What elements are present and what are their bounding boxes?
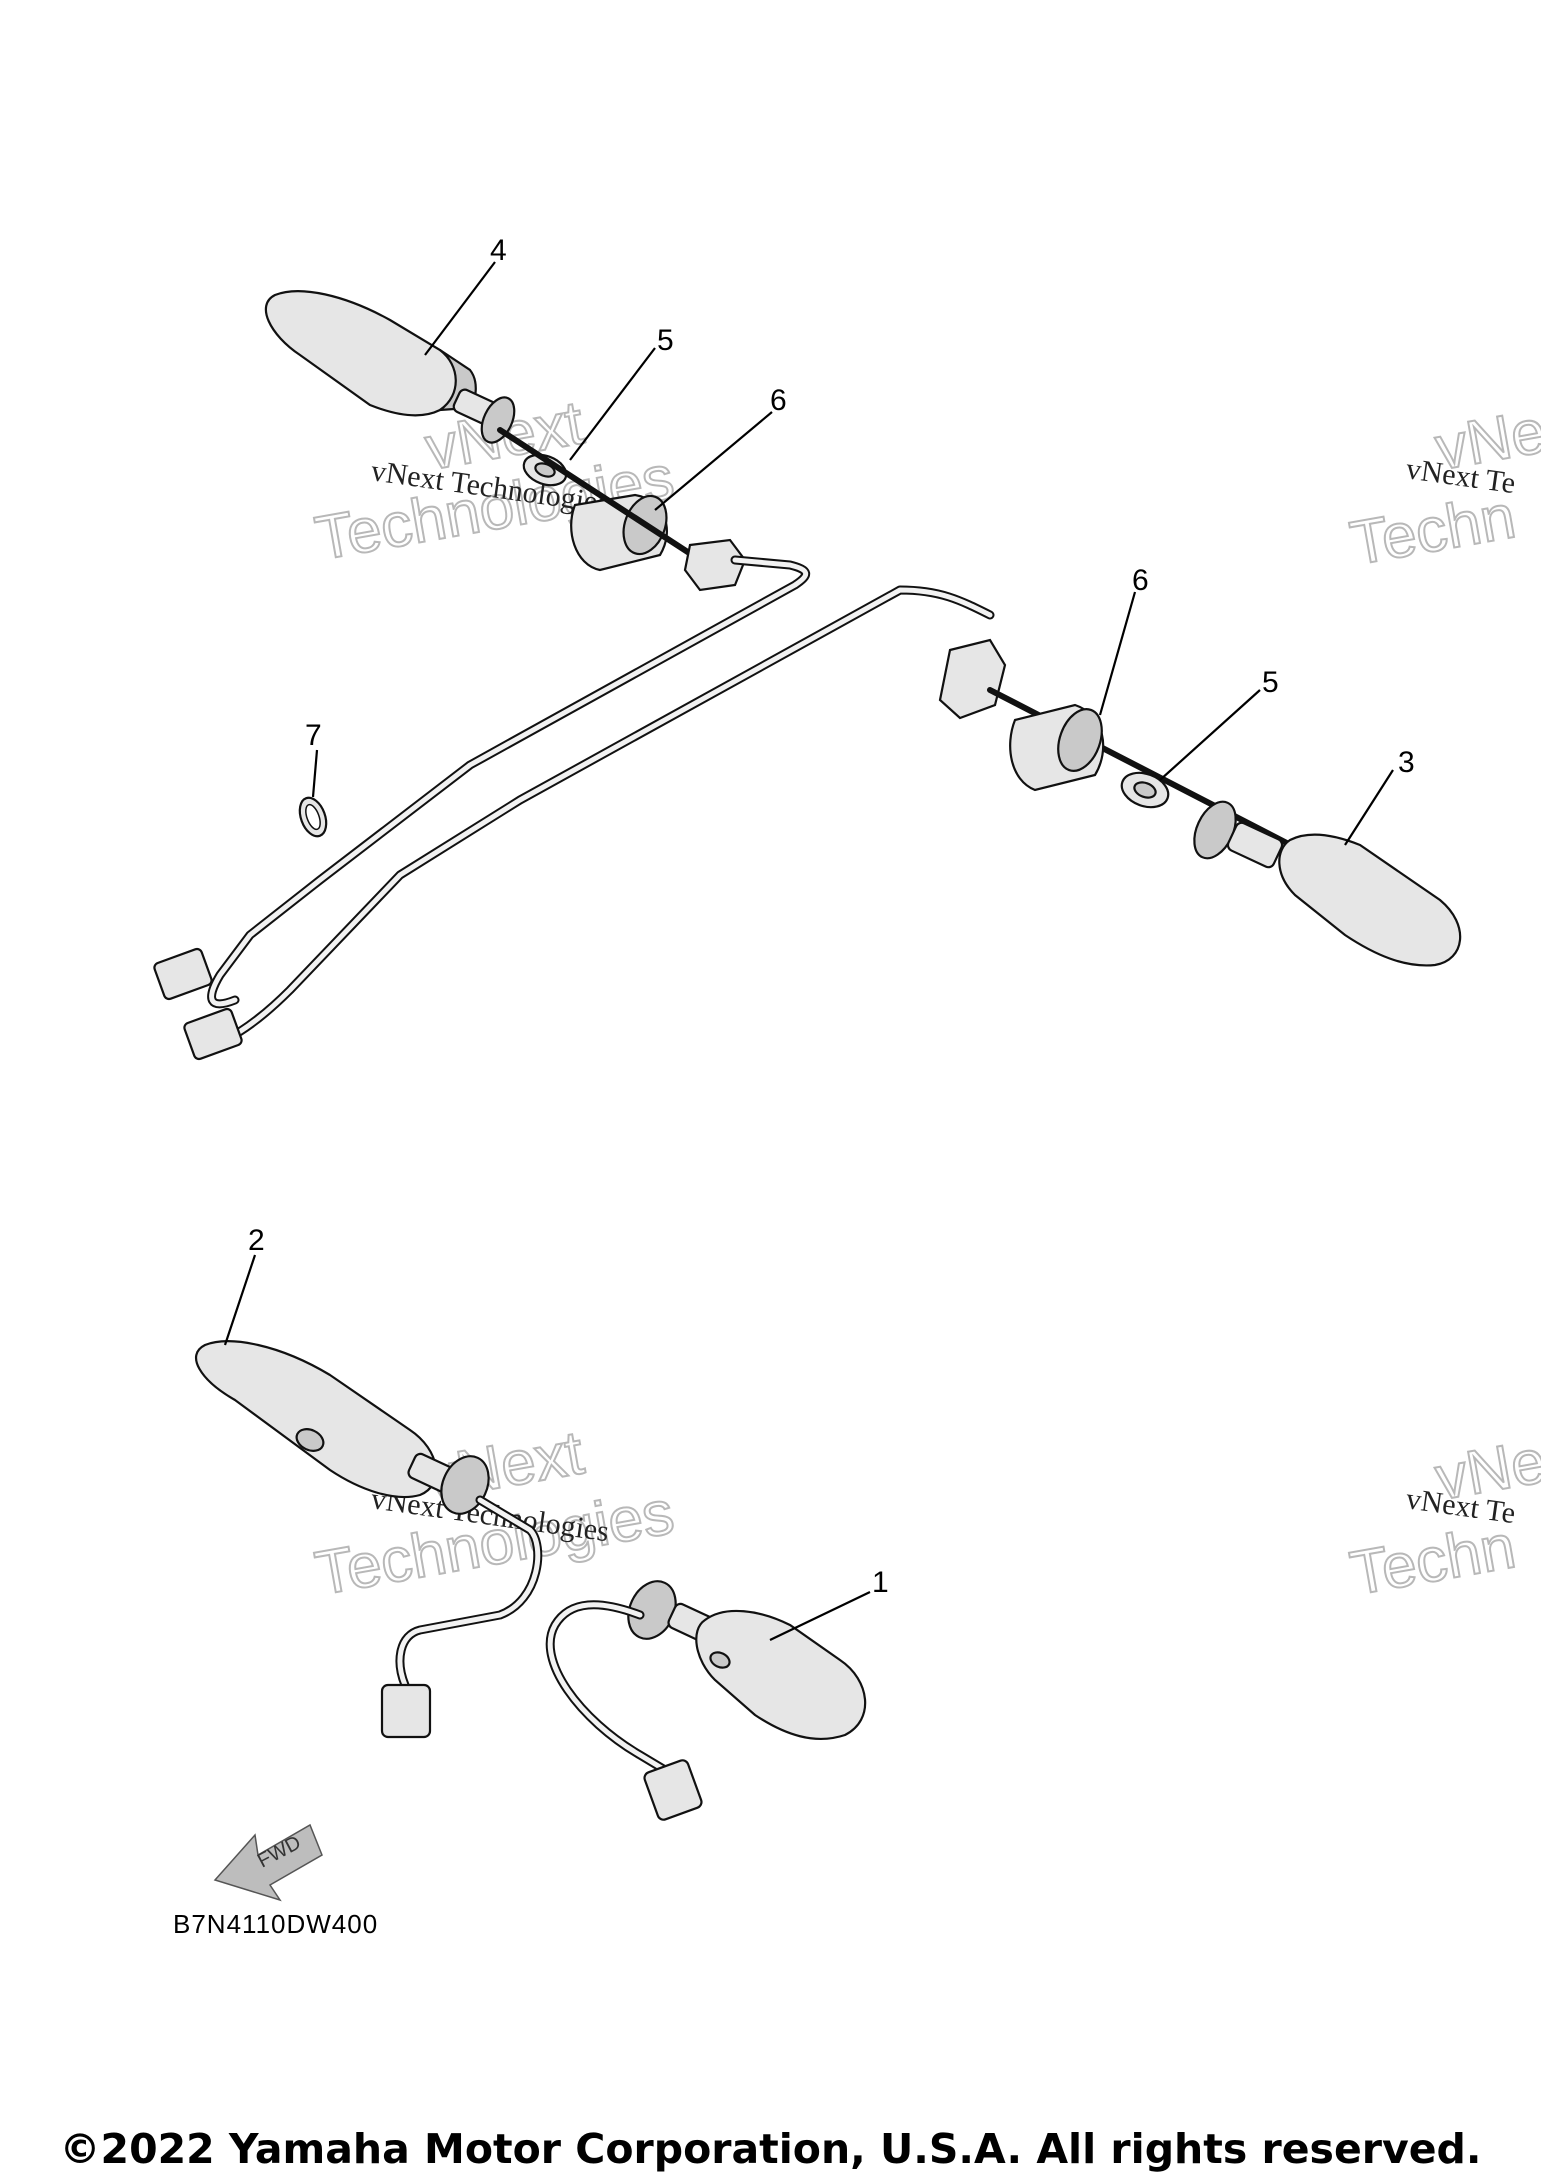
part-5-lower-grommet [1120,771,1170,809]
part-2-rear-left-flasher [194,1340,490,1515]
connector-upper-b [183,1007,243,1061]
callout-4: 4 [490,234,507,267]
part-1-rear-right-flasher [627,1580,867,1740]
callout-7: 7 [305,719,322,752]
connector-upper-a [153,947,213,1001]
watermark-top-right: vNe Techn vNext Te [1344,396,1541,580]
part-7-clamp [298,796,328,838]
diagram-code: B7N4110DW400 [173,1909,378,1939]
right-bracket-nut [938,638,1007,720]
callout-6-lower: 6 [1132,564,1149,597]
connector-lower-a [380,1683,432,1739]
callout-1: 1 [872,1566,889,1599]
copyright-notice: ©2022 Yamaha Motor Corporation, U.S.A. A… [59,2125,1482,2173]
watermark-bottom-right: vNe Techn vNext Te [1344,1426,1541,1610]
callout-5-upper: 5 [657,324,674,357]
callout-2: 2 [248,1224,265,1257]
callout-5-lower: 5 [1262,666,1279,699]
callout-6-upper: 6 [770,384,787,417]
part-6-lower-damper [1009,703,1105,792]
forward-arrow-icon: FWD [213,1823,323,1902]
part-5-upper-grommet [522,453,568,487]
connector-lower-b [643,1759,703,1821]
callout-3: 3 [1398,746,1415,779]
part-4-front-left-flasher [264,290,516,444]
upper-bracket-nut [683,538,747,592]
part-6-upper-damper [570,493,668,572]
part-3-front-right-flasher [1193,800,1462,967]
